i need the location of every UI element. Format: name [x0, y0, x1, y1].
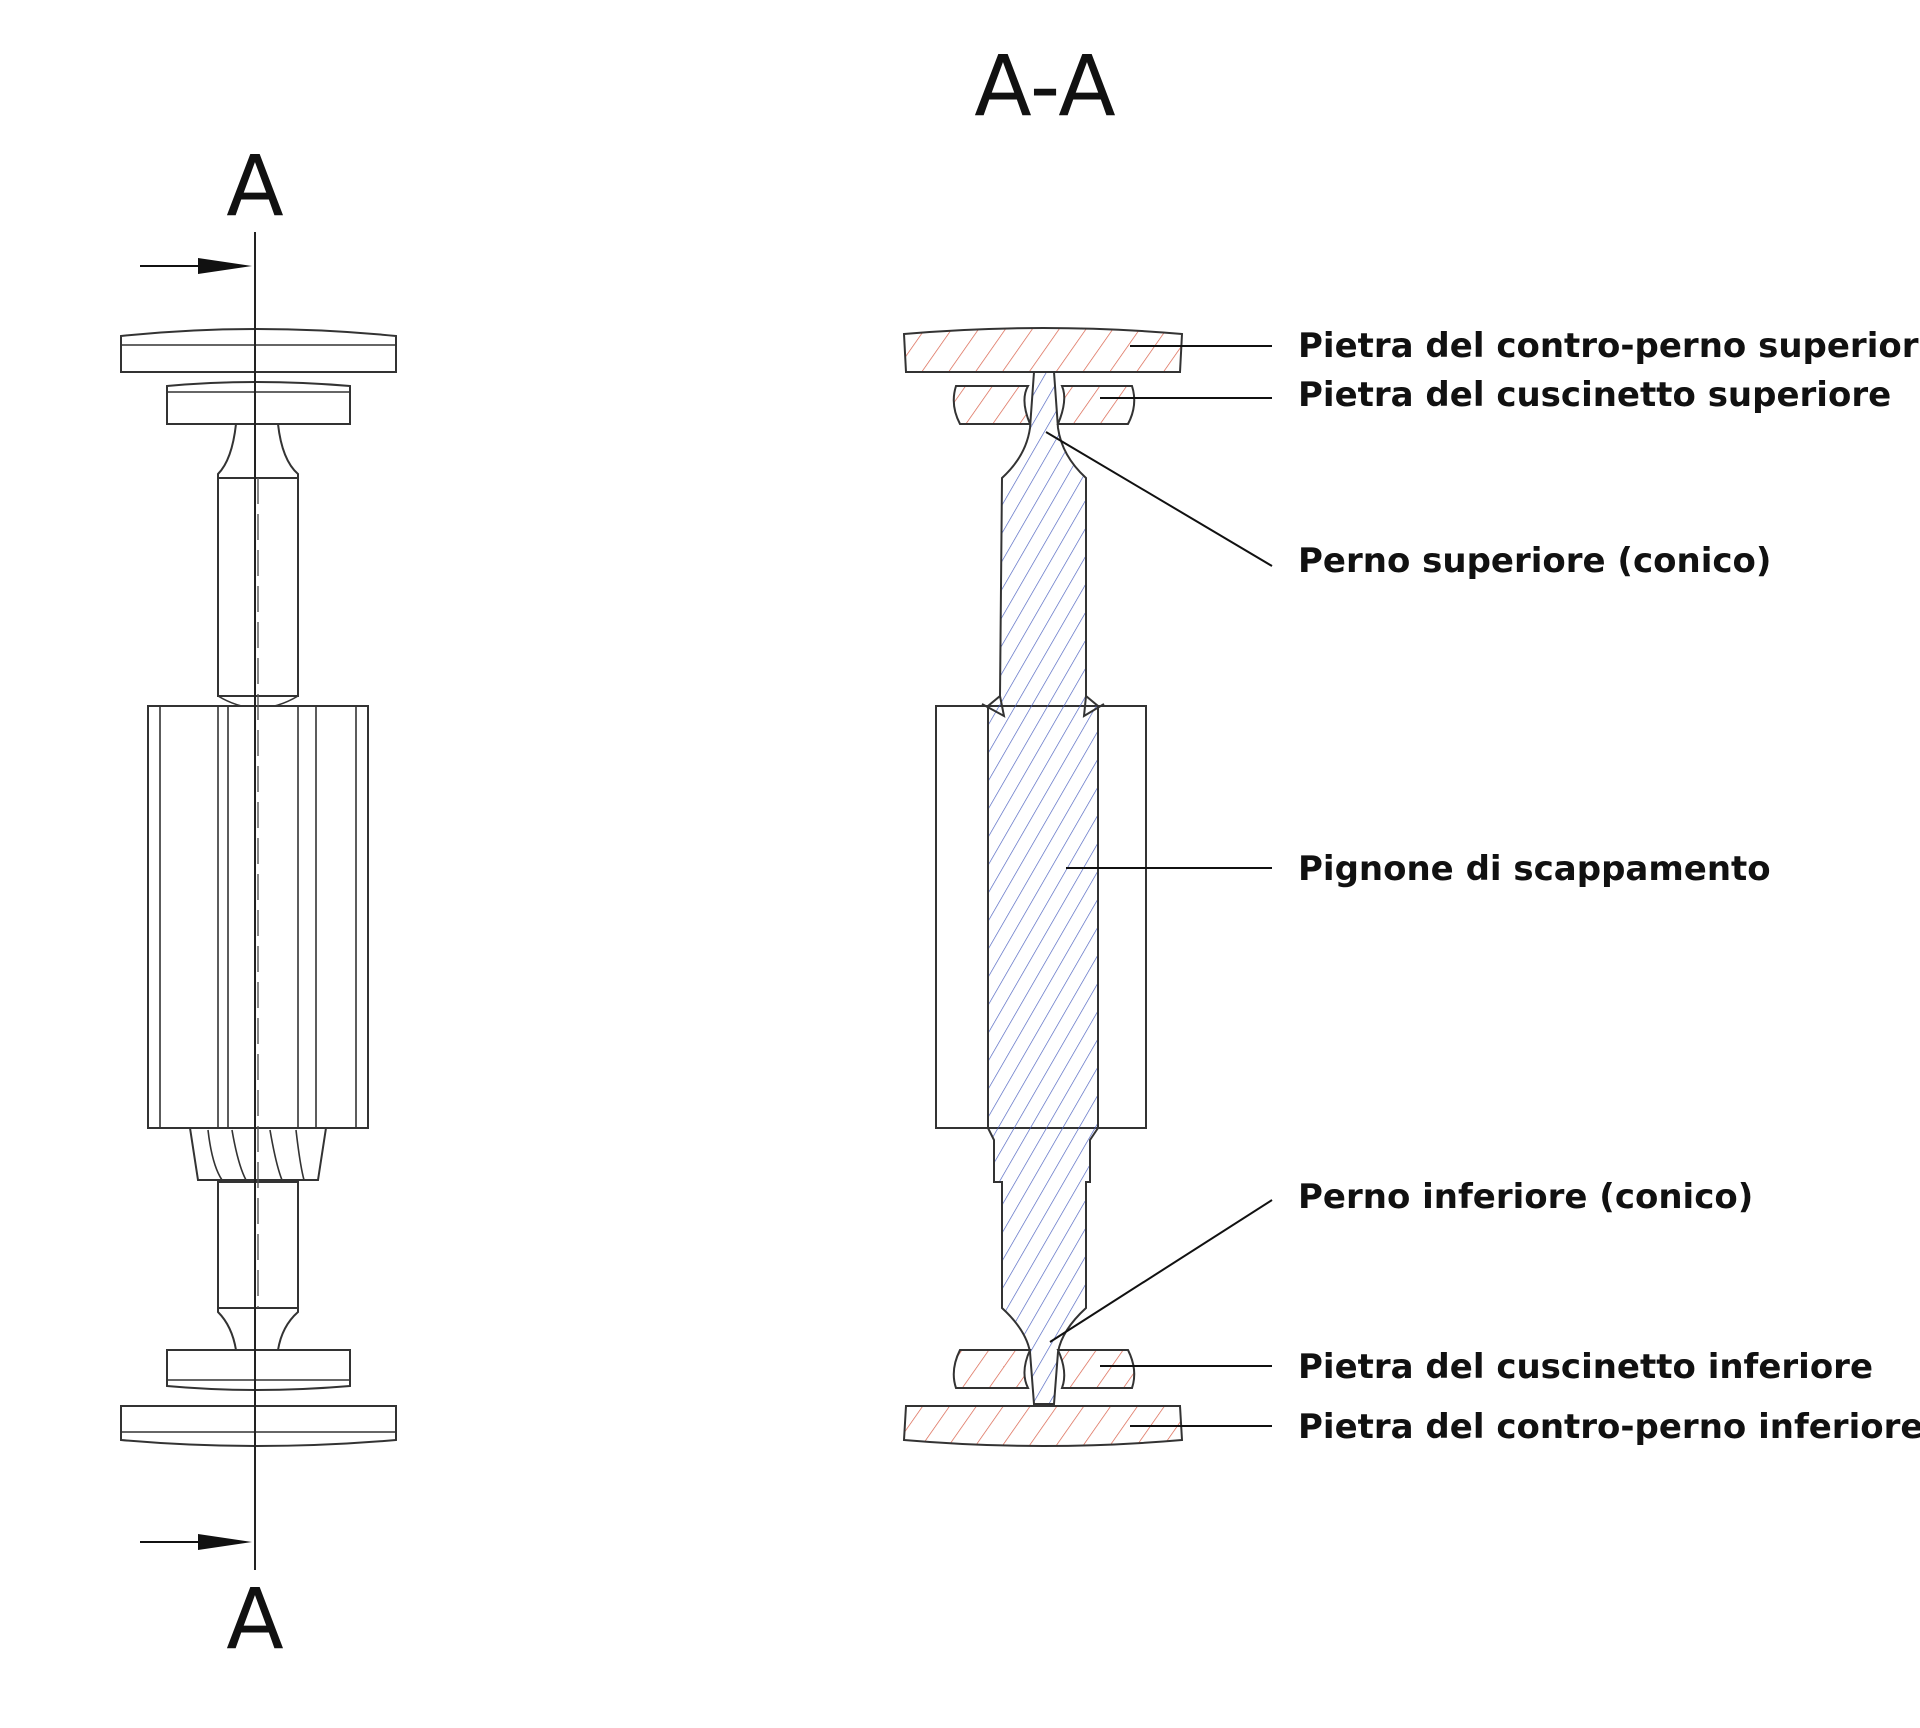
section-arrow-bottom: [140, 1534, 252, 1550]
bottom-jewel-outline: [166, 1349, 351, 1391]
label-top-pivot: Perno superiore (conico): [1298, 541, 1771, 581]
section-arrow-top: [140, 258, 252, 274]
section-title: A-A: [974, 37, 1116, 135]
top-pivot-outline: [217, 423, 299, 479]
bottom-endstone-outline: [120, 1405, 397, 1447]
label-top-endstone: Pietra del contro-perno superiore: [1298, 326, 1920, 366]
bottom-jewel-section-right: [1056, 1349, 1136, 1389]
arbor-section: [987, 371, 1099, 1405]
external-view: A A: [120, 137, 397, 1668]
pinion-notch-left: [981, 695, 1006, 718]
bottom-endstone-section: [902, 1405, 1184, 1447]
bottom-jewel-section-left: [952, 1349, 1032, 1389]
top-jewel-outline: [166, 381, 351, 425]
leader-bottom-pivot: [1049, 1199, 1273, 1343]
label-bottom-endstone: Pietra del contro-perno inferiore: [1298, 1407, 1920, 1447]
label-bottom-pivot: Perno inferiore (conico): [1298, 1177, 1753, 1217]
pinion-leaf-tips: [188, 1127, 328, 1181]
pinion-notch-right: [1082, 695, 1105, 718]
top-jewel-section-right: [1056, 385, 1136, 425]
section-marker-bottom: A: [226, 1570, 283, 1668]
callout-labels: Pietra del contro-perno superiore Pietra…: [1298, 326, 1920, 1447]
bottom-pivot-outline: [217, 1307, 299, 1351]
label-pinion: Pignone di scappamento: [1298, 849, 1771, 889]
leader-top-pivot: [1045, 431, 1273, 567]
section-marker-top: A: [226, 137, 283, 235]
leader-lines: [1045, 345, 1273, 1427]
section-view: [902, 327, 1184, 1447]
top-jewel-section-left: [952, 385, 1032, 425]
label-bottom-jewel: Pietra del cuscinetto inferiore: [1298, 1347, 1873, 1387]
label-top-jewel: Pietra del cuscinetto superiore: [1298, 375, 1891, 415]
top-endstone-outline: [120, 328, 397, 373]
top-endstone-section: [902, 327, 1184, 373]
